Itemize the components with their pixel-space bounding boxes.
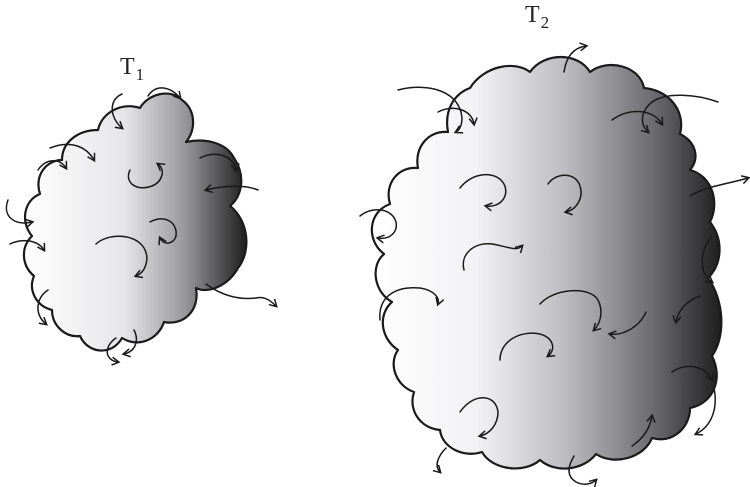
large-cloud-label-subscript: 2 (541, 13, 550, 32)
small-cloud-group: T1 (6, 54, 276, 362)
small-cloud-label-subscript: 1 (136, 65, 145, 84)
large-cloud-blob (372, 57, 722, 469)
small-cloud-blob (24, 94, 246, 351)
large-cloud-label-letter: T (525, 2, 540, 28)
small-cloud-label-letter: T (120, 54, 135, 80)
arrow (437, 448, 446, 472)
large-cloud-group: T2 (360, 2, 748, 484)
large-cloud-label: T2 (525, 2, 549, 32)
small-cloud-label: T1 (120, 54, 144, 84)
